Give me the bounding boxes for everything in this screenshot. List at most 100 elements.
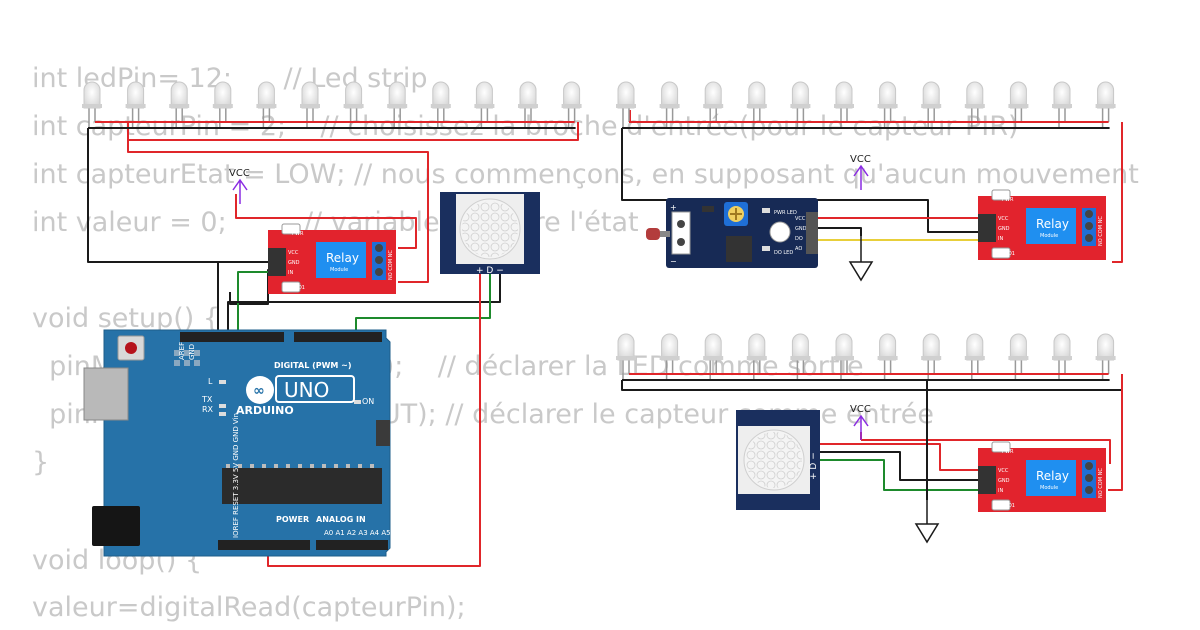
- relay-pwr-label: PWR: [1002, 449, 1014, 455]
- wire: [820, 459, 978, 491]
- analog-pins-label: A0 A1 A2 A3 A4 A5: [324, 529, 391, 537]
- vcc-arrow-icon: [853, 164, 869, 190]
- relay-gnd-label: GND: [998, 478, 1010, 484]
- ldr-do-led-label: DO LED: [774, 250, 793, 256]
- led-icon: [1053, 81, 1071, 109]
- led-icon: [617, 81, 635, 109]
- uno-logo-text: UNO: [284, 378, 329, 402]
- relay-led1-label: LED1: [1002, 503, 1015, 509]
- gnd-label: GND: [188, 344, 196, 360]
- relay-title: Relay: [326, 251, 359, 265]
- led-icon: [214, 81, 232, 109]
- wire: [621, 128, 978, 233]
- relay-vcc-label: VCC: [288, 250, 299, 256]
- wire: [355, 274, 491, 336]
- led-icon: [563, 81, 581, 109]
- relay-terminal-labels: NO COM NC: [1098, 468, 1104, 498]
- led-icon: [170, 81, 188, 109]
- pir2-pin-labels: + D −: [809, 452, 819, 480]
- relay-title: Relay: [1036, 469, 1069, 483]
- wire: [235, 194, 417, 249]
- led-icon: [835, 81, 853, 109]
- led-icon: [922, 333, 940, 361]
- relay-vcc-label: VCC: [998, 216, 1009, 222]
- ground-symbol-1: [848, 236, 874, 282]
- ldr-ao-label: AO: [795, 246, 802, 252]
- digital-label: DIGITAL (PWM ~): [274, 361, 352, 370]
- relay-led1-label: LED1: [292, 285, 305, 291]
- digital-header-low: [294, 332, 382, 342]
- led-icon: [791, 81, 809, 109]
- wire: [127, 122, 429, 283]
- vcc-label: VCC: [850, 154, 871, 165]
- l-label: L: [208, 377, 213, 386]
- led-icon: [661, 333, 679, 361]
- led-icon: [966, 333, 984, 361]
- led-icon: [345, 81, 363, 109]
- relay-terminal-labels: NO COM NC: [1098, 216, 1104, 246]
- relay-in-label: IN: [998, 488, 1003, 494]
- led-icon: [748, 81, 766, 109]
- led-icon: [83, 81, 101, 109]
- led-icon: [661, 81, 679, 109]
- relay-terminal-labels: NO COM NC: [388, 250, 394, 280]
- vcc-symbol-2: VCC: [850, 154, 871, 190]
- relay-subtitle: Module: [1040, 233, 1058, 239]
- relay-pwr-label: PWR: [292, 231, 304, 237]
- ldr-do-label: DO: [795, 236, 803, 242]
- led-icon: [301, 81, 319, 109]
- arduino-brand-text: ARDUINO: [236, 404, 294, 417]
- pir-pin-labels: + D −: [476, 266, 504, 276]
- led-icon: [1053, 333, 1071, 361]
- wire: [820, 443, 978, 471]
- atmega-chip: [222, 468, 382, 504]
- led-strip-3: [616, 333, 1116, 381]
- ldr-gnd-label: GND: [795, 226, 807, 232]
- led-strip-1: [82, 81, 582, 129]
- ioref-label: IOREF RESET 3.3V 5V GND GND Vin: [232, 413, 240, 538]
- led-icon: [922, 81, 940, 109]
- wire: [1108, 374, 1123, 491]
- pir-sensor-2: + D −: [736, 410, 820, 510]
- aref-label: AREF: [178, 342, 186, 360]
- vcc-label: VCC: [229, 168, 250, 179]
- relay-gnd-label: GND: [288, 260, 300, 266]
- wire: [820, 451, 978, 481]
- relay-in-label: IN: [288, 270, 293, 276]
- led-icon: [432, 81, 450, 109]
- on-label: ON: [362, 397, 374, 406]
- led-icon: [748, 333, 766, 361]
- wires: [87, 110, 1123, 567]
- photoresistor: [646, 228, 660, 240]
- led-icon: [704, 81, 722, 109]
- wire: [861, 439, 1111, 464]
- led-icon: [519, 81, 537, 109]
- relay-pwr-label: PWR: [1002, 197, 1014, 203]
- led-icon: [791, 333, 809, 361]
- arduino-uno-board: ∞ UNO ARDUINO DIGITAL (PWM ~) POWER ANAL…: [83, 329, 391, 557]
- vcc-arrow-icon: [853, 414, 869, 440]
- relay-vcc-label: VCC: [998, 468, 1009, 474]
- relay-gnd-label: GND: [998, 226, 1010, 232]
- wire: [818, 227, 862, 236]
- vcc-symbol-3: VCC: [850, 404, 871, 440]
- ldr-vcc-label: VCC: [795, 216, 806, 222]
- led-icon: [879, 333, 897, 361]
- led-icon: [388, 81, 406, 109]
- led-icon: [257, 81, 275, 109]
- led-icon: [1097, 333, 1115, 361]
- power-jack: [92, 506, 140, 546]
- svg-text:−: −: [670, 257, 677, 266]
- svg-text:+: +: [670, 203, 677, 212]
- rx-label: RX: [202, 405, 214, 414]
- pir-sensor-1: + D −: [440, 192, 540, 276]
- analog-label: ANALOG IN: [316, 515, 366, 524]
- ground-symbol-2: [914, 500, 940, 544]
- relay-led1-label: LED1: [1002, 251, 1015, 257]
- digital-header-high: [180, 332, 284, 342]
- led-icon: [617, 333, 635, 361]
- power-label: POWER: [276, 515, 309, 524]
- relay-title: Relay: [1036, 217, 1069, 231]
